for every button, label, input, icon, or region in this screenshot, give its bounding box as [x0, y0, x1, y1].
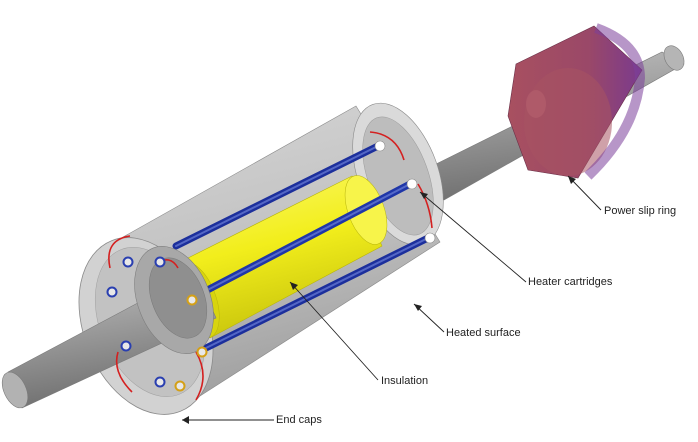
- label-heated-surface: Heated surface: [446, 327, 521, 339]
- heater-cartridges: [172, 140, 436, 352]
- leader-power-slip-ring: [567, 175, 602, 211]
- heater-cartridge: [195, 183, 411, 297]
- label-power-slip-ring: Power slip ring: [604, 205, 677, 217]
- label-insulation: Insulation: [381, 375, 429, 387]
- leader-heater-cartridges: [419, 191, 527, 283]
- shaft-front: [1, 246, 217, 409]
- shaft-right-end: [663, 45, 685, 71]
- leader-insulation: [289, 281, 379, 381]
- power-slip-ring: [507, 23, 646, 180]
- label-heater-cartridges: Heater cartridges: [528, 276, 613, 288]
- leader-arrowheads: [182, 176, 576, 424]
- heater-cartridge: [205, 237, 429, 349]
- heater-cartridge: [175, 145, 379, 247]
- label-end-caps: End caps: [276, 414, 322, 426]
- end-cap-wiring: [106, 131, 433, 401]
